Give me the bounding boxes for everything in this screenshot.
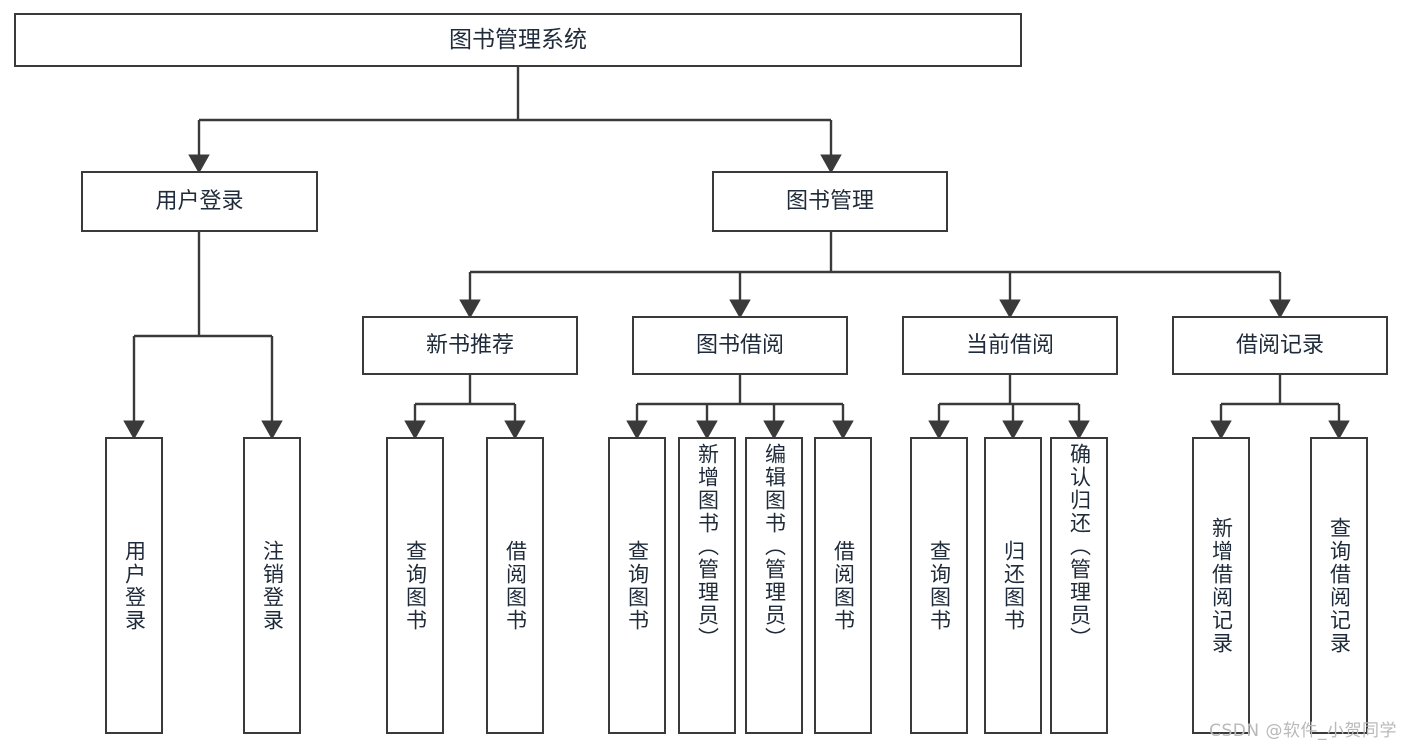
node-leaf-return-book-label: 归还图书: [1001, 539, 1026, 632]
node-leaf-query-book-3-label: 查询图书: [927, 539, 952, 632]
node-leaf-borrow-book-2[interactable]: 借阅图书: [814, 437, 872, 734]
node-leaf-borrow-book-2-label: 借阅图书: [831, 539, 856, 632]
node-new-book-recommend-label: 新书推荐: [425, 332, 514, 358]
node-current-borrow-label: 当前借阅: [965, 332, 1054, 358]
node-leaf-borrow-book-1[interactable]: 借阅图书: [486, 437, 544, 734]
node-leaf-query-book-1-label: 查询图书: [403, 539, 428, 632]
node-book-manage-label: 图书管理: [785, 188, 874, 214]
node-leaf-logout-label: 注销登录: [260, 539, 285, 632]
node-borrow-record[interactable]: 借阅记录: [1172, 316, 1388, 375]
node-root[interactable]: 图书管理系统: [14, 13, 1022, 67]
node-leaf-add-book[interactable]: 新增图书（管理员）: [678, 437, 736, 734]
csdn-watermark: CSDN @软件_小贺同学: [1209, 721, 1397, 741]
node-leaf-add-book-label: 新增图书（管理员）: [695, 443, 720, 650]
node-leaf-edit-book[interactable]: 编辑图书（管理员）: [745, 437, 803, 734]
node-leaf-user-login[interactable]: 用户登录: [105, 437, 163, 734]
node-leaf-borrow-book-1-label: 借阅图书: [503, 539, 528, 632]
node-leaf-query-book-2-label: 查询图书: [625, 539, 650, 632]
node-leaf-query-record-label: 查询借阅记录: [1327, 516, 1352, 655]
node-leaf-edit-book-label: 编辑图书（管理员）: [762, 443, 787, 650]
node-user-login-label: 用户登录: [155, 188, 244, 214]
node-user-login[interactable]: 用户登录: [81, 171, 318, 232]
node-leaf-confirm-return-label: 确认归还（管理员）: [1067, 443, 1092, 650]
node-book-borrow[interactable]: 图书借阅: [632, 316, 848, 375]
node-leaf-return-book[interactable]: 归还图书: [984, 437, 1042, 734]
node-root-label: 图书管理系统: [449, 26, 587, 53]
node-new-book-recommend[interactable]: 新书推荐: [362, 316, 578, 375]
node-leaf-query-book-1[interactable]: 查询图书: [386, 437, 444, 734]
node-leaf-add-record-label: 新增借阅记录: [1209, 516, 1234, 655]
node-current-borrow[interactable]: 当前借阅: [902, 316, 1118, 375]
node-book-manage[interactable]: 图书管理: [712, 171, 948, 232]
node-book-borrow-label: 图书借阅: [695, 332, 784, 358]
node-borrow-record-label: 借阅记录: [1235, 332, 1324, 358]
node-leaf-query-record[interactable]: 查询借阅记录: [1310, 437, 1368, 734]
node-leaf-add-record[interactable]: 新增借阅记录: [1192, 437, 1250, 734]
node-leaf-user-login-label: 用户登录: [122, 539, 147, 632]
node-leaf-query-book-2[interactable]: 查询图书: [608, 437, 666, 734]
node-leaf-confirm-return[interactable]: 确认归还（管理员）: [1050, 437, 1108, 734]
node-leaf-query-book-3[interactable]: 查询图书: [910, 437, 968, 734]
node-leaf-logout[interactable]: 注销登录: [243, 437, 301, 734]
